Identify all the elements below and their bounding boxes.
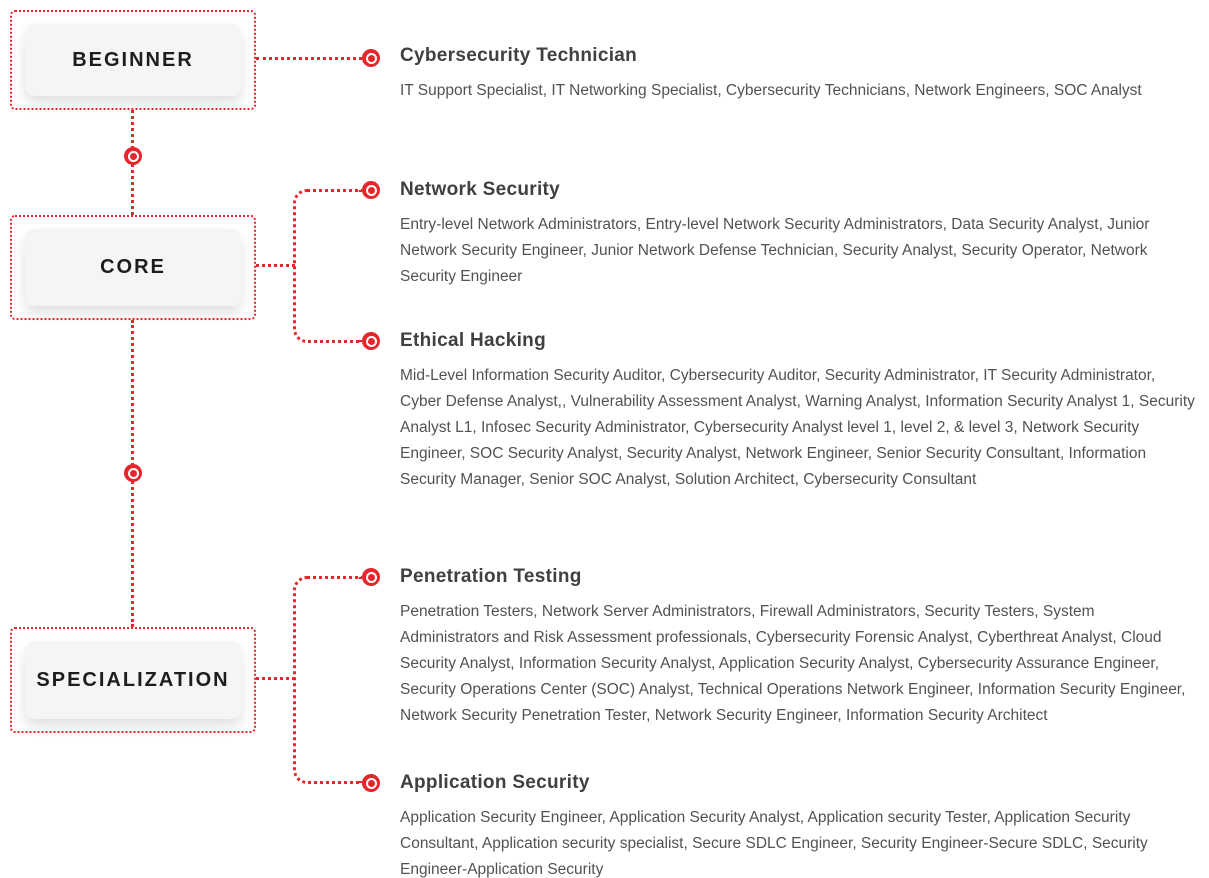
- track-section-application-security: Application Security Application Securit…: [400, 771, 1195, 878]
- track-title: Cybersecurity Technician: [400, 45, 638, 66]
- level-label-core: CORE: [100, 256, 166, 278]
- beginner-track-connector: [256, 57, 362, 60]
- connector-node-icon: [362, 568, 380, 586]
- level-box-core: CORE: [10, 215, 256, 320]
- level-card-specialization: SPECIALIZATION: [25, 641, 241, 719]
- connector-node-icon: [362, 774, 380, 792]
- level-box-beginner: BEGINNER: [10, 10, 256, 110]
- track-section-penetration-testing: Penetration Testing Penetration Testers,…: [400, 565, 1195, 729]
- track-roles: Penetration Testers, Network Server Admi…: [400, 603, 1186, 724]
- track-title: Penetration Testing: [400, 566, 582, 587]
- track-title: Network Security: [400, 179, 561, 200]
- track-roles: Entry-level Network Administrators, Entr…: [400, 216, 1150, 285]
- trunk-node-icon: [124, 464, 142, 482]
- track-title: Application Security: [400, 772, 590, 793]
- level-card-core: CORE: [25, 229, 241, 306]
- level-label-specialization: SPECIALIZATION: [36, 668, 230, 691]
- connector-node-icon: [362, 49, 380, 67]
- connector-node-icon: [362, 332, 380, 350]
- level-card-beginner: BEGINNER: [25, 24, 241, 96]
- connector-node-icon: [362, 181, 380, 199]
- trunk-node-icon: [124, 147, 142, 165]
- core-branch-connector: [293, 189, 362, 343]
- track-title: Ethical Hacking: [400, 330, 546, 351]
- level-label-beginner: BEGINNER: [72, 48, 194, 71]
- specialization-branch-feeder: [256, 677, 295, 680]
- specialization-branch-connector: [293, 576, 362, 784]
- track-section-cybersecurity-technician: Cybersecurity Technician IT Support Spec…: [400, 44, 1195, 104]
- track-roles: Application Security Engineer, Applicati…: [400, 809, 1148, 878]
- track-roles: IT Support Specialist, IT Networking Spe…: [400, 82, 1142, 99]
- track-section-network-security: Network Security Entry-level Network Adm…: [400, 178, 1195, 290]
- level-box-specialization: SPECIALIZATION: [10, 627, 256, 733]
- track-section-ethical-hacking: Ethical Hacking Mid-Level Information Se…: [400, 329, 1195, 493]
- core-branch-feeder: [256, 264, 295, 267]
- track-roles: Mid-Level Information Security Auditor, …: [400, 367, 1195, 488]
